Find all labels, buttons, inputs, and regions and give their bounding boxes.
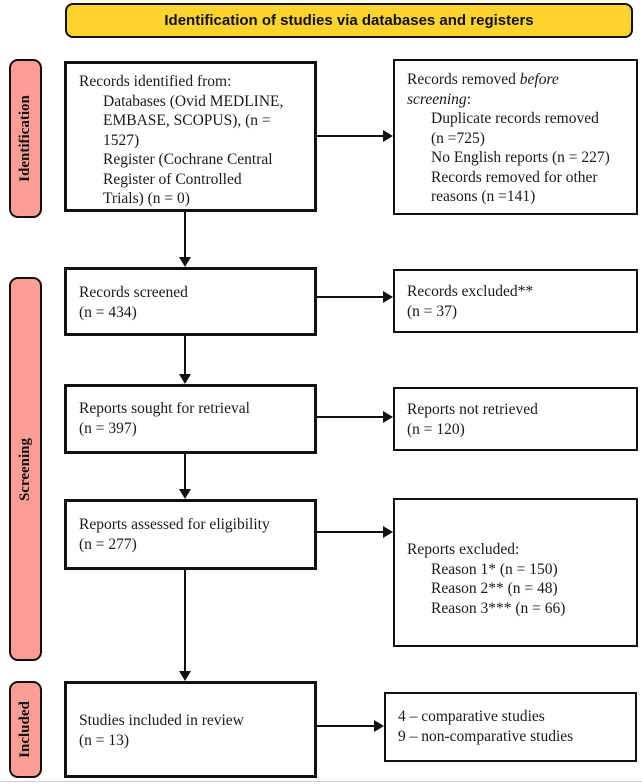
- box-line: 1527): [103, 131, 140, 149]
- arrow-head: [178, 489, 191, 499]
- arrow-line: [317, 725, 374, 727]
- box-records-screened: Records screened (n = 434): [64, 267, 317, 336]
- box-line: Reports not retrieved: [407, 401, 538, 418]
- box-line: Records identified from:: [79, 73, 232, 90]
- box-line: Reason 3*** (n = 66): [431, 599, 566, 617]
- box-line: reasons (n =141): [431, 188, 536, 205]
- box-line: Register of Controlled: [103, 170, 242, 188]
- box-line: screening:: [407, 90, 630, 110]
- stage-label-screening: Screening: [9, 277, 42, 661]
- arrow-head: [383, 290, 393, 303]
- box-included-study-types: 4 – comparative studies 9 – non-comparat…: [384, 692, 637, 762]
- box-reports-excluded: Reports excluded: Reason 1* (n = 150) Re…: [393, 498, 638, 647]
- box-reports-assessed: Reports assessed for eligibility (n = 27…: [64, 499, 317, 570]
- box-records-removed: Records removed before screening: Duplic…: [393, 59, 638, 215]
- box-line: (n = 13): [79, 731, 130, 749]
- banner: Identification of studies via databases …: [65, 3, 633, 38]
- arrow-line: [317, 135, 383, 137]
- arrow-line: [317, 416, 383, 418]
- box-reports-sought: Reports sought for retrieval (n = 397): [64, 384, 317, 454]
- stage-label-included: Included: [9, 681, 42, 778]
- stage-label-identification-text: Identification: [17, 95, 34, 182]
- box-line: Reports excluded:: [407, 541, 520, 558]
- box-line: No English reports (n = 227): [431, 149, 610, 166]
- box-line: Records excluded**: [407, 283, 534, 300]
- stage-label-included-text: Included: [17, 701, 34, 758]
- arrow-head: [178, 257, 191, 267]
- box-line: Duplicate records removed: [431, 110, 599, 127]
- box-line: Reports assessed for eligibility: [79, 516, 270, 533]
- arrow-line: [317, 531, 383, 533]
- box-line: 4 – comparative studies: [398, 708, 545, 725]
- box-records-excluded: Records excluded** (n = 37): [393, 269, 638, 333]
- page-bottom-rule: [0, 781, 642, 782]
- box-line: Reason 1* (n = 150): [431, 560, 558, 578]
- box-line: (n = 434): [79, 303, 137, 321]
- arrow-line: [184, 454, 186, 490]
- box-line: (n = 37): [407, 302, 458, 320]
- arrow-head: [178, 374, 191, 384]
- box-line-italic-text: before: [519, 71, 559, 88]
- box-line: (n = 397): [79, 419, 137, 437]
- arrow-head: [383, 410, 393, 423]
- box-reports-not-retrieved: Reports not retrieved (n = 120): [393, 387, 638, 451]
- arrow-head: [374, 719, 384, 732]
- stage-label-identification: Identification: [9, 59, 42, 218]
- box-line: Reports sought for retrieval: [79, 400, 250, 417]
- arrow-head: [383, 129, 393, 142]
- box-line: Reason 2** (n = 48): [431, 580, 558, 597]
- box-line: Records removed before: [407, 70, 630, 90]
- box-line: Records screened: [79, 284, 188, 301]
- box-studies-included: Studies included in review (n = 13): [64, 681, 317, 778]
- box-line: (n = 120): [407, 420, 465, 438]
- box-line: Trials) (n = 0): [103, 190, 190, 207]
- box-line-italic-text: screening: [407, 90, 467, 108]
- box-line: Records removed for other: [431, 168, 598, 186]
- arrow-line: [184, 212, 186, 258]
- arrow-line: [184, 570, 186, 672]
- box-line: 9 – non-comparative studies: [398, 727, 574, 745]
- banner-title: Identification of studies via databases …: [164, 12, 534, 29]
- box-line-text: :: [466, 90, 471, 108]
- arrow-line: [184, 336, 186, 375]
- box-line: EMBASE, SCOPUS), (n =: [103, 112, 271, 129]
- arrow-head: [383, 525, 393, 538]
- box-line-text: Records removed: [407, 71, 520, 88]
- box-line: (n = 277): [79, 535, 137, 553]
- stage-label-screening-text: Screening: [17, 437, 33, 501]
- arrow-head: [178, 671, 191, 681]
- arrow-line: [317, 296, 383, 298]
- box-records-identified: Records identified from: Databases (Ovid…: [64, 61, 317, 212]
- box-line: (n =725): [431, 129, 485, 147]
- box-line: Databases (Ovid MEDLINE,: [103, 92, 284, 110]
- box-line: Register (Cochrane Central: [103, 151, 273, 168]
- box-line: Studies included in review: [79, 712, 244, 729]
